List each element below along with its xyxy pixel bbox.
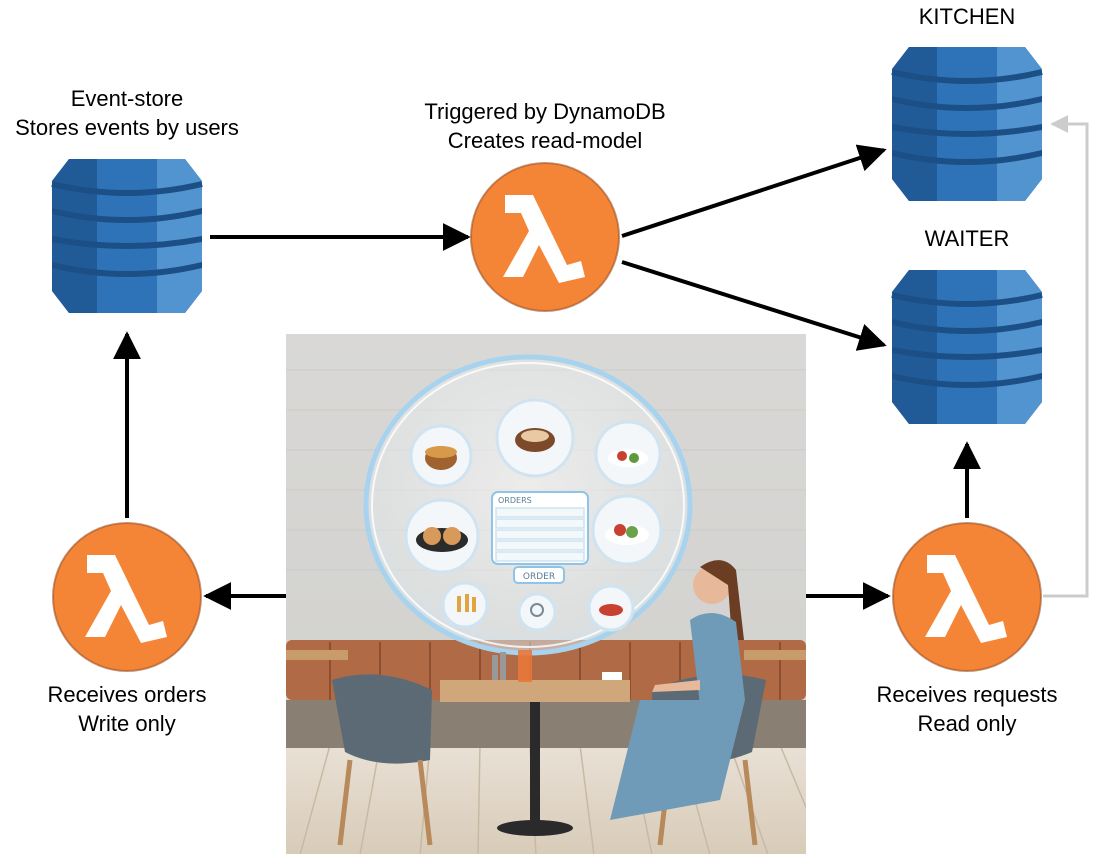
arrow-trigger-to-waiter [621, 260, 887, 351]
trigger-lambda-title: Triggered by DynamoDB [424, 99, 666, 124]
arrow-readlambda-to-kitchen [1043, 115, 1089, 598]
event-store-dynamodb-icon [52, 159, 202, 313]
kitchen-label: KITCHEN [867, 2, 1067, 31]
event-store-title: Event-store [70, 86, 184, 111]
trigger-lambda-label: Triggered by DynamoDB Creates read-model [395, 97, 695, 155]
read-lambda-icon [892, 522, 1042, 672]
write-lambda-label: Receives orders Write only [0, 680, 254, 738]
arrow-trigger-to-kitchen [621, 144, 887, 238]
kitchen-dynamodb-icon [892, 47, 1042, 201]
restaurant-illustration: ORDERS ORDER [286, 334, 806, 854]
orders-panel-title: ORDERS [498, 496, 532, 505]
trigger-lambda-subtitle: Creates read-model [447, 128, 643, 153]
read-lambda-label: Receives requests Read only [847, 680, 1087, 738]
read-lambda-title: Receives requests [876, 682, 1058, 707]
waiter-dynamodb-icon [892, 270, 1042, 424]
order-button: ORDER [523, 572, 555, 582]
kitchen-title: KITCHEN [918, 4, 1016, 29]
write-lambda-subtitle: Write only [78, 711, 176, 736]
waiter-label: WAITER [867, 224, 1067, 253]
read-lambda-subtitle: Read only [917, 711, 1017, 736]
event-store-subtitle: Stores events by users [15, 115, 239, 140]
event-store-label: Event-store Stores events by users [0, 84, 254, 142]
orders-panel: ORDERS ORDER [491, 491, 589, 584]
waiter-title: WAITER [924, 226, 1010, 251]
write-lambda-icon [52, 522, 202, 672]
trigger-lambda-icon [470, 162, 620, 312]
write-lambda-title: Receives orders [47, 682, 207, 707]
